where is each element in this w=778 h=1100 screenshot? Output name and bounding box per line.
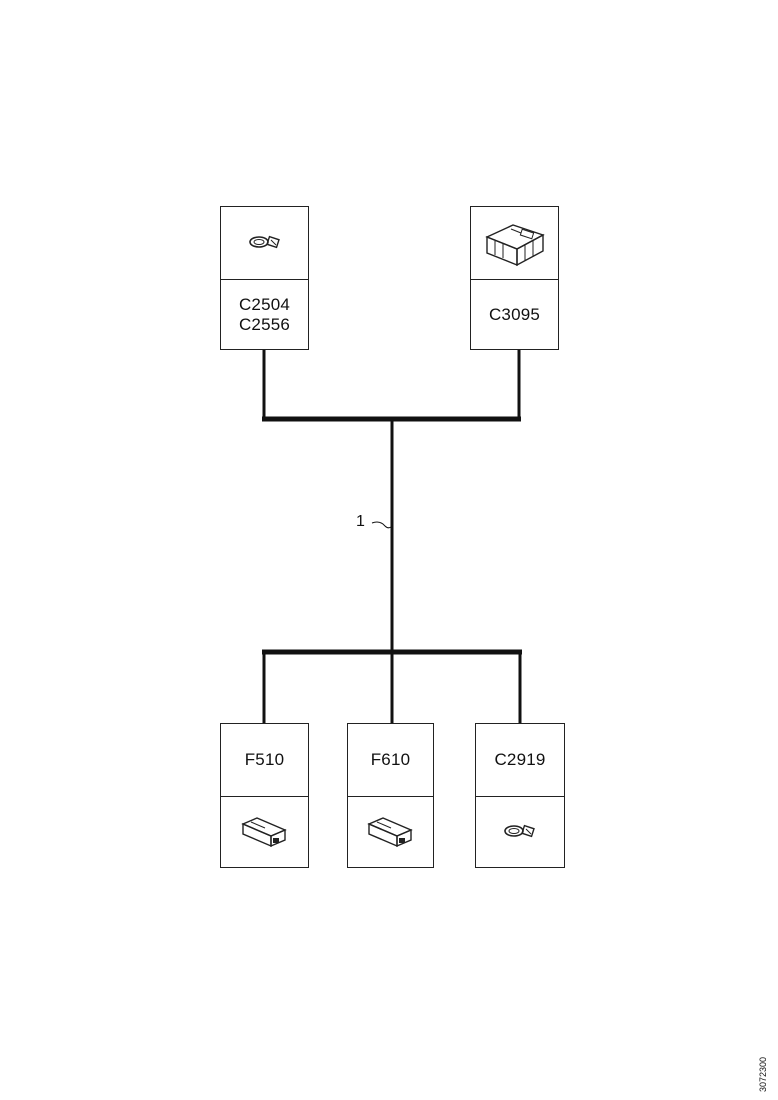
connector-label: C3095 [488, 304, 541, 324]
round-connector-icon [476, 797, 564, 867]
fuse-label: F510 [244, 750, 285, 769]
connector-label: C2919 [494, 750, 546, 769]
fuse-holder-icon [348, 797, 433, 867]
component-top-left: C2504 C2556 [220, 206, 309, 350]
round-connector-icon [221, 207, 308, 279]
component-bottom-middle: F610 [347, 723, 434, 868]
component-bottom-right: C2919 [475, 723, 565, 868]
connector-labels: C2504 C2556 [238, 294, 291, 334]
component-bottom-left: F510 [220, 723, 309, 868]
module-connector-icon [471, 207, 558, 279]
figure-id: 3072300 [758, 1056, 768, 1092]
component-top-right: C3095 [470, 206, 559, 350]
fuse-label: F610 [370, 750, 411, 769]
fuse-holder-icon [221, 797, 308, 867]
callout-number: 1 [356, 513, 365, 530]
